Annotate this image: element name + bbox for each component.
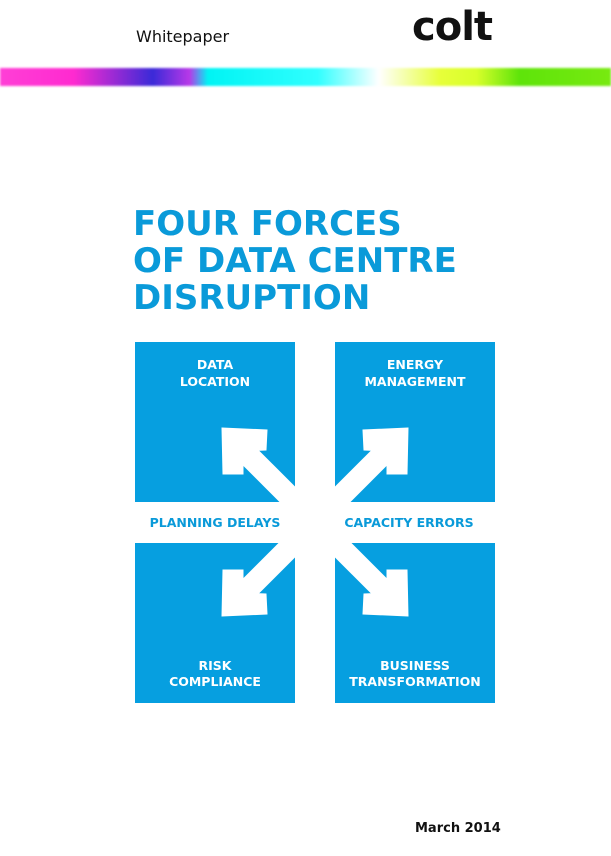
quadrant-label: TRANSFORMATION — [349, 674, 481, 689]
title-line: FOUR FORCES — [133, 204, 402, 244]
quadrant-label: RISK — [199, 658, 233, 673]
quadrant-label: BUSINESS — [380, 658, 450, 673]
rainbow-stripe — [0, 68, 611, 86]
publication-date: March 2014 — [415, 821, 501, 836]
quadrant-label: DATA — [197, 357, 234, 372]
page-title: FOUR FORCES OF DATA CENTRE DISRUPTION — [133, 206, 457, 317]
quadrant-label: LOCATION — [180, 374, 250, 389]
arrow-down-left-icon — [221, 514, 323, 617]
quadrant-label: ENERGY — [387, 357, 444, 372]
quadrant-label: COMPLIANCE — [169, 674, 261, 689]
title-line: OF DATA CENTRE — [133, 241, 457, 281]
arrow-up-left-icon — [221, 427, 323, 530]
arrow-down-right-icon — [307, 514, 409, 617]
document-type: Whitepaper — [136, 27, 230, 46]
quadrant-label: MANAGEMENT — [364, 374, 465, 389]
title-line: DISRUPTION — [133, 278, 371, 318]
planning-delays-label: PLANNING DELAYS — [150, 515, 281, 530]
arrow-up-right-icon — [307, 427, 409, 530]
capacity-errors-label: CAPACITY ERRORS — [344, 515, 473, 530]
colt-logo: colt — [412, 4, 493, 50]
